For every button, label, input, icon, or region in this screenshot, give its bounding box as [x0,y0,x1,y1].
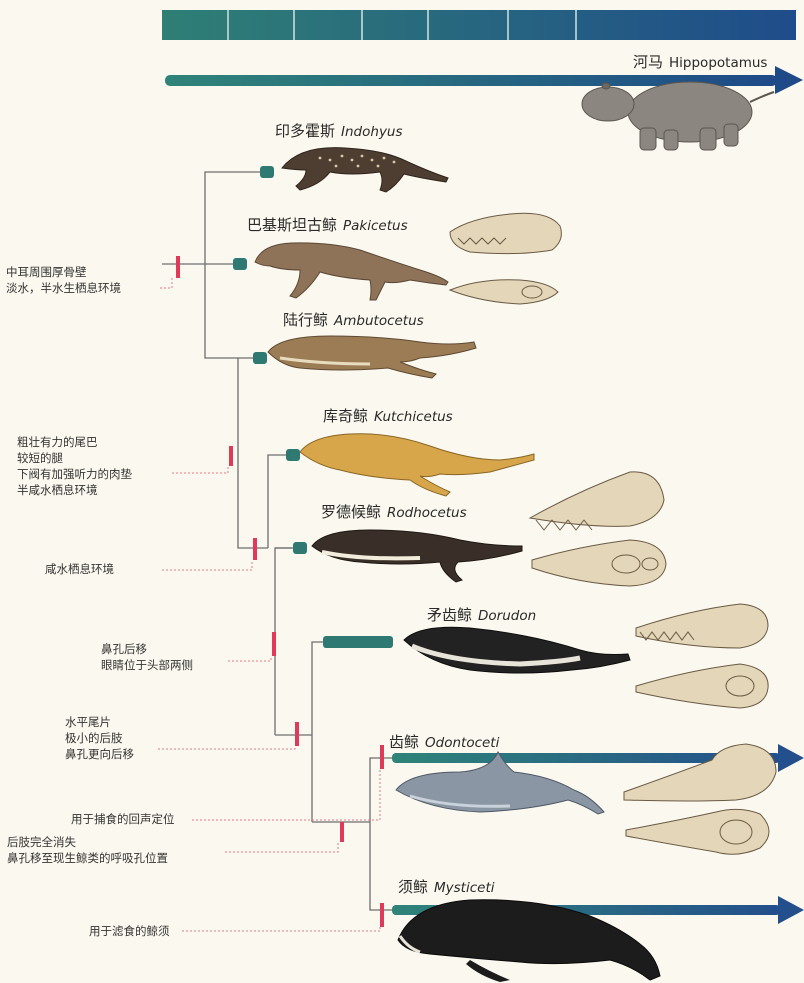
trait-note-8: 用于滤食的鲸须 [89,923,170,939]
label-mysticeti: 须鲸 Mysticeti [398,876,495,897]
label-pakicetus-cn: 巴基斯坦古鲸 [247,216,337,234]
time-scale-bar [162,10,796,40]
node-indohyus [260,166,274,178]
trait-note-line: 鼻孔更向后移 [65,746,134,762]
hippopotamus-illustration [582,82,774,150]
trait-note-line: 粗壮有力的尾巴 [17,434,132,450]
trait-note-line: 较短的腿 [17,450,132,466]
trait-note-1: 中耳周围厚骨壁 淡水，半水生栖息环境 [6,264,121,296]
trait-note-line: 眼睛位于头部两侧 [101,657,193,673]
label-indohyus-sci: Indohyus [341,124,403,140]
node-kutchicetus [286,449,300,461]
label-odontoceti-cn: 齿鲸 [389,733,419,751]
kutchicetus-illustration [300,434,534,496]
label-dorudon-sci: Dorudon [478,608,536,624]
trait-note-line: 水平尾片 [65,714,134,730]
label-kutchicetus: 库奇鲸 Kutchicetus [323,405,453,426]
trait-note-line: 鼻孔移至现生鲸类的呼吸孔位置 [7,850,168,866]
label-dorudon: 矛齿鲸 Dorudon [427,604,536,625]
label-odontoceti-sci: Odontoceti [425,735,499,751]
dorudon-skull [636,604,768,708]
label-kutchicetus-cn: 库奇鲸 [323,407,368,425]
label-dorudon-cn: 矛齿鲸 [427,606,472,624]
trait-note-6: 用于捕食的回声定位 [71,811,175,827]
node-dorudon [323,636,393,648]
label-rodhocetus-cn: 罗德候鲸 [321,503,381,521]
rodhocetus-illustration [312,530,522,582]
label-ambulocetus-sci: Ambutocetus [334,313,424,329]
rodhocetus-skull [530,472,666,586]
trait-note-line: 用于滤食的鲸须 [89,923,170,939]
label-rodhocetus: 罗德候鲸 Rodhocetus [321,501,467,522]
dorudon-illustration [404,627,630,673]
trait-note-line: 中耳周围厚骨壁 [6,264,121,280]
trait-note-line: 半咸水栖息环境 [17,482,132,498]
trait-note-4: 鼻孔后移 眼睛位于头部两侧 [101,641,193,673]
indohyus-illustration [282,148,448,192]
label-ambulocetus-cn: 陆行鲸 [283,311,328,329]
trait-note-3: 咸水栖息环境 [45,561,114,577]
label-mysticeti-sci: Mysticeti [434,880,495,896]
node-rodhocetus [293,542,307,554]
label-hippopotamus-cn: 河马 [633,53,663,71]
trait-note-line: 极小的后肢 [65,730,134,746]
label-indohyus-cn: 印多霍斯 [275,122,335,140]
label-hippopotamus: 河马 Hippopotamus [633,51,767,72]
trait-note-line: 淡水，半水生栖息环境 [6,280,121,296]
label-indohyus: 印多霍斯 Indohyus [275,120,403,141]
pakicetus-illustration [255,243,448,300]
trait-note-7: 后肢完全消失 鼻孔移至现生鲸类的呼吸孔位置 [7,834,168,866]
label-mysticeti-cn: 须鲸 [398,878,428,896]
trait-note-line: 下阀有加强听力的肉垫 [17,466,132,482]
ambulocetus-illustration [268,336,476,378]
node-ambulocetus [253,352,267,364]
trait-note-line: 咸水栖息环境 [45,561,114,577]
label-rodhocetus-sci: Rodhocetus [387,505,467,521]
label-hippopotamus-sci: Hippopotamus [669,55,767,71]
trait-note-line: 后肢完全消失 [7,834,168,850]
trait-note-line: 鼻孔后移 [101,641,193,657]
trait-note-line: 用于捕食的回声定位 [71,811,175,827]
trait-note-2: 粗壮有力的尾巴 较短的腿 下阀有加强听力的肉垫 半咸水栖息环境 [17,434,132,498]
note-pointers [158,278,380,931]
label-kutchicetus-sci: Kutchicetus [374,409,453,425]
label-odontoceti: 齿鲸 Odontoceti [389,731,499,752]
pakicetus-skull [450,213,561,304]
trait-note-5: 水平尾片 极小的后肢 鼻孔更向后移 [65,714,134,762]
label-pakicetus: 巴基斯坦古鲸 Pakicetus [247,214,408,235]
node-pakicetus [233,258,247,270]
label-pakicetus-sci: Pakicetus [343,218,408,234]
label-ambulocetus: 陆行鲸 Ambutocetus [283,309,424,330]
